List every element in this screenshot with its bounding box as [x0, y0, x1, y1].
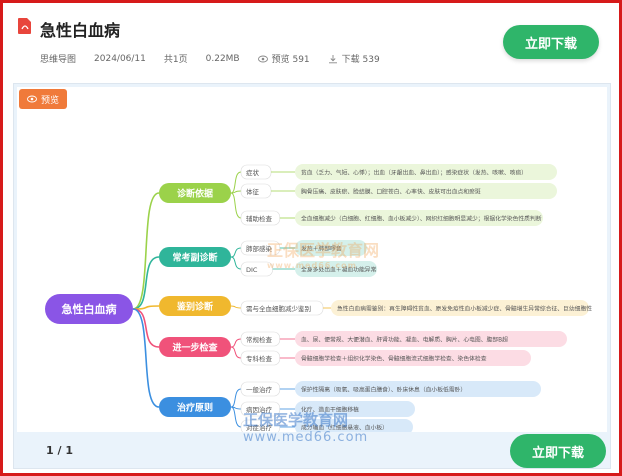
- branch-node: [159, 337, 231, 357]
- child-label: 辅助检查: [246, 214, 273, 223]
- meta-views: 预览 591: [257, 52, 310, 65]
- document-viewer[interactable]: 预览 诊断依据 症状 贫血（乏力、气短、心悸）；出血（牙龈出血、鼻出血）；感染症状（…: [13, 83, 611, 469]
- detail-label: 保护性隔离（吸氧、吸高蛋白膳食）、卧床休息（血小板低需卧）: [301, 386, 466, 394]
- detail-label: 全血细胞减少（白细胞、红细胞、血小板减少）、网织红细胞明显减少；根据化学染色性质…: [301, 215, 542, 223]
- connector-line: [132, 308, 160, 348]
- child-label: 常规检查: [246, 335, 273, 344]
- detail-node: [295, 240, 367, 256]
- connector-line: [230, 256, 242, 270]
- detail-label: 全身多处出血＋凝血功能异常: [301, 266, 377, 274]
- detail-label: 血、尿、便常规、大便潜血、肝肾功能、凝血、电解质、胸片、心电图、腹部B超: [301, 336, 508, 344]
- branch-label: 鉴别诊断: [176, 301, 213, 313]
- mindmap-diagram: 诊断依据 症状 贫血（乏力、气短、心悸）；出血（牙龈出血、鼻出血）；感染症状（发热、…: [45, 164, 592, 432]
- meta-type: 思维导图: [40, 55, 77, 65]
- child-label: 症状: [246, 168, 260, 177]
- document-meta: 思维导图 2024/06/11 共1页 0.22MB 预览 591 下载 539: [40, 52, 398, 66]
- detail-node: [295, 183, 557, 199]
- detail-node: [295, 350, 531, 366]
- branch-label: 诊断依据: [177, 188, 213, 200]
- connector-line: [230, 406, 242, 428]
- bottom-watermark: 正保医学教育网 www.med66.com: [243, 409, 368, 445]
- detail-node: [295, 164, 557, 180]
- connector-line: [132, 192, 160, 310]
- meta-size: 0.22MB: [205, 53, 240, 64]
- branch-node: [159, 247, 231, 267]
- detail-node: [295, 331, 567, 347]
- viewer-footer: 1 / 1 立即下载: [14, 432, 610, 468]
- connector-line: [230, 247, 242, 258]
- page-indicator: 1 / 1: [46, 444, 73, 457]
- child-label: 对症治疗: [246, 423, 273, 432]
- branch-node: [159, 397, 231, 417]
- branch-label: 治疗原则: [177, 402, 213, 414]
- child-label: 一般治疗: [246, 385, 273, 394]
- meta-pages: 共1页: [163, 55, 188, 65]
- branch-node: [159, 183, 231, 203]
- child-label: 体征: [246, 187, 260, 196]
- eye-icon: [27, 95, 37, 103]
- download-button-bottom[interactable]: 立即下载: [510, 434, 606, 468]
- preview-badge: 预览: [19, 89, 68, 109]
- detail-node: [295, 381, 541, 397]
- connector-line: [132, 256, 160, 310]
- detail-label: 骨髓细胞学检查＋组织化学染色、骨髓细胞流式细胞学检查、染色体检查: [301, 355, 487, 363]
- document-title: 急性白血病: [40, 21, 121, 40]
- detail-label: 急性白血病需鉴别：再生障碍性贫血、原发免疫性血小板减少症、骨髓增生异常综合征、巨…: [337, 305, 592, 313]
- download-button-top[interactable]: 立即下载: [503, 25, 599, 59]
- detail-label: 贫血（乏力、气短、心悸）；出血（牙龈出血、鼻出血）；感染症状（发热、咳嗽、咳痰）: [301, 169, 527, 177]
- pdf-file-icon: [18, 18, 31, 34]
- root-node: [45, 294, 133, 324]
- connector-line: [230, 346, 242, 359]
- child-label: 专科检查: [246, 354, 273, 363]
- connector-line: [230, 388, 242, 408]
- download-icon: [328, 54, 337, 63]
- downloads-count: 下载 539: [341, 55, 380, 65]
- connector-line: [230, 192, 242, 219]
- bottom-watermark-url: www.med66.com: [243, 430, 369, 445]
- root-label: 急性白血病: [62, 302, 117, 316]
- views-count: 预览 591: [271, 55, 310, 65]
- watermark: 正保医学教育网 www.med66.com: [267, 237, 379, 270]
- branch-label: 进一步检查: [172, 342, 218, 354]
- connector-line: [230, 338, 242, 348]
- meta-downloads: 下载 539: [328, 52, 380, 65]
- detail-label: 成分输血（红细胞悬液、血小板）: [301, 424, 388, 432]
- detail-node: [331, 300, 589, 316]
- detail-node: [295, 210, 543, 226]
- child-label: 需与全血细胞减少鉴别: [246, 304, 311, 313]
- child-label: DIC: [246, 266, 258, 274]
- branch-label: 常考副诊断: [172, 252, 217, 264]
- eye-icon: [257, 55, 268, 62]
- watermark-url: www.med66.com: [267, 261, 357, 270]
- connector-line: [132, 308, 160, 408]
- detail-node: [295, 401, 415, 417]
- child-label: 肺部感染: [246, 244, 273, 253]
- meta-date: 2024/06/11: [94, 53, 146, 64]
- document-header: 急性白血病 思维导图 2024/06/11 共1页 0.22MB 预览 591 …: [6, 6, 616, 78]
- bottom-watermark-text: 正保医学教育网: [243, 411, 349, 429]
- detail-node: [295, 419, 413, 432]
- detail-label: 化疗、造血干细胞移植: [301, 406, 359, 414]
- preview-badge-label: 预览: [41, 95, 60, 106]
- document-page: 预览 诊断依据 症状 贫血（乏力、气短、心悸）；出血（牙龈出血、鼻出血）；感染症状（…: [17, 87, 607, 432]
- detail-label: 胸骨压痛、皮肤瘀、脸结膜、口腔苍白、心率快、皮肤可出血点和瘀斑: [301, 188, 481, 196]
- detail-node: [295, 261, 377, 277]
- branch-node: [159, 296, 231, 316]
- connector-line: [230, 305, 242, 309]
- connector-line: [230, 171, 242, 194]
- detail-label: 发热＋肺部啰音: [301, 245, 342, 253]
- watermark-text: 正保医学教育网: [267, 241, 380, 260]
- child-label: 病因治疗: [246, 405, 273, 414]
